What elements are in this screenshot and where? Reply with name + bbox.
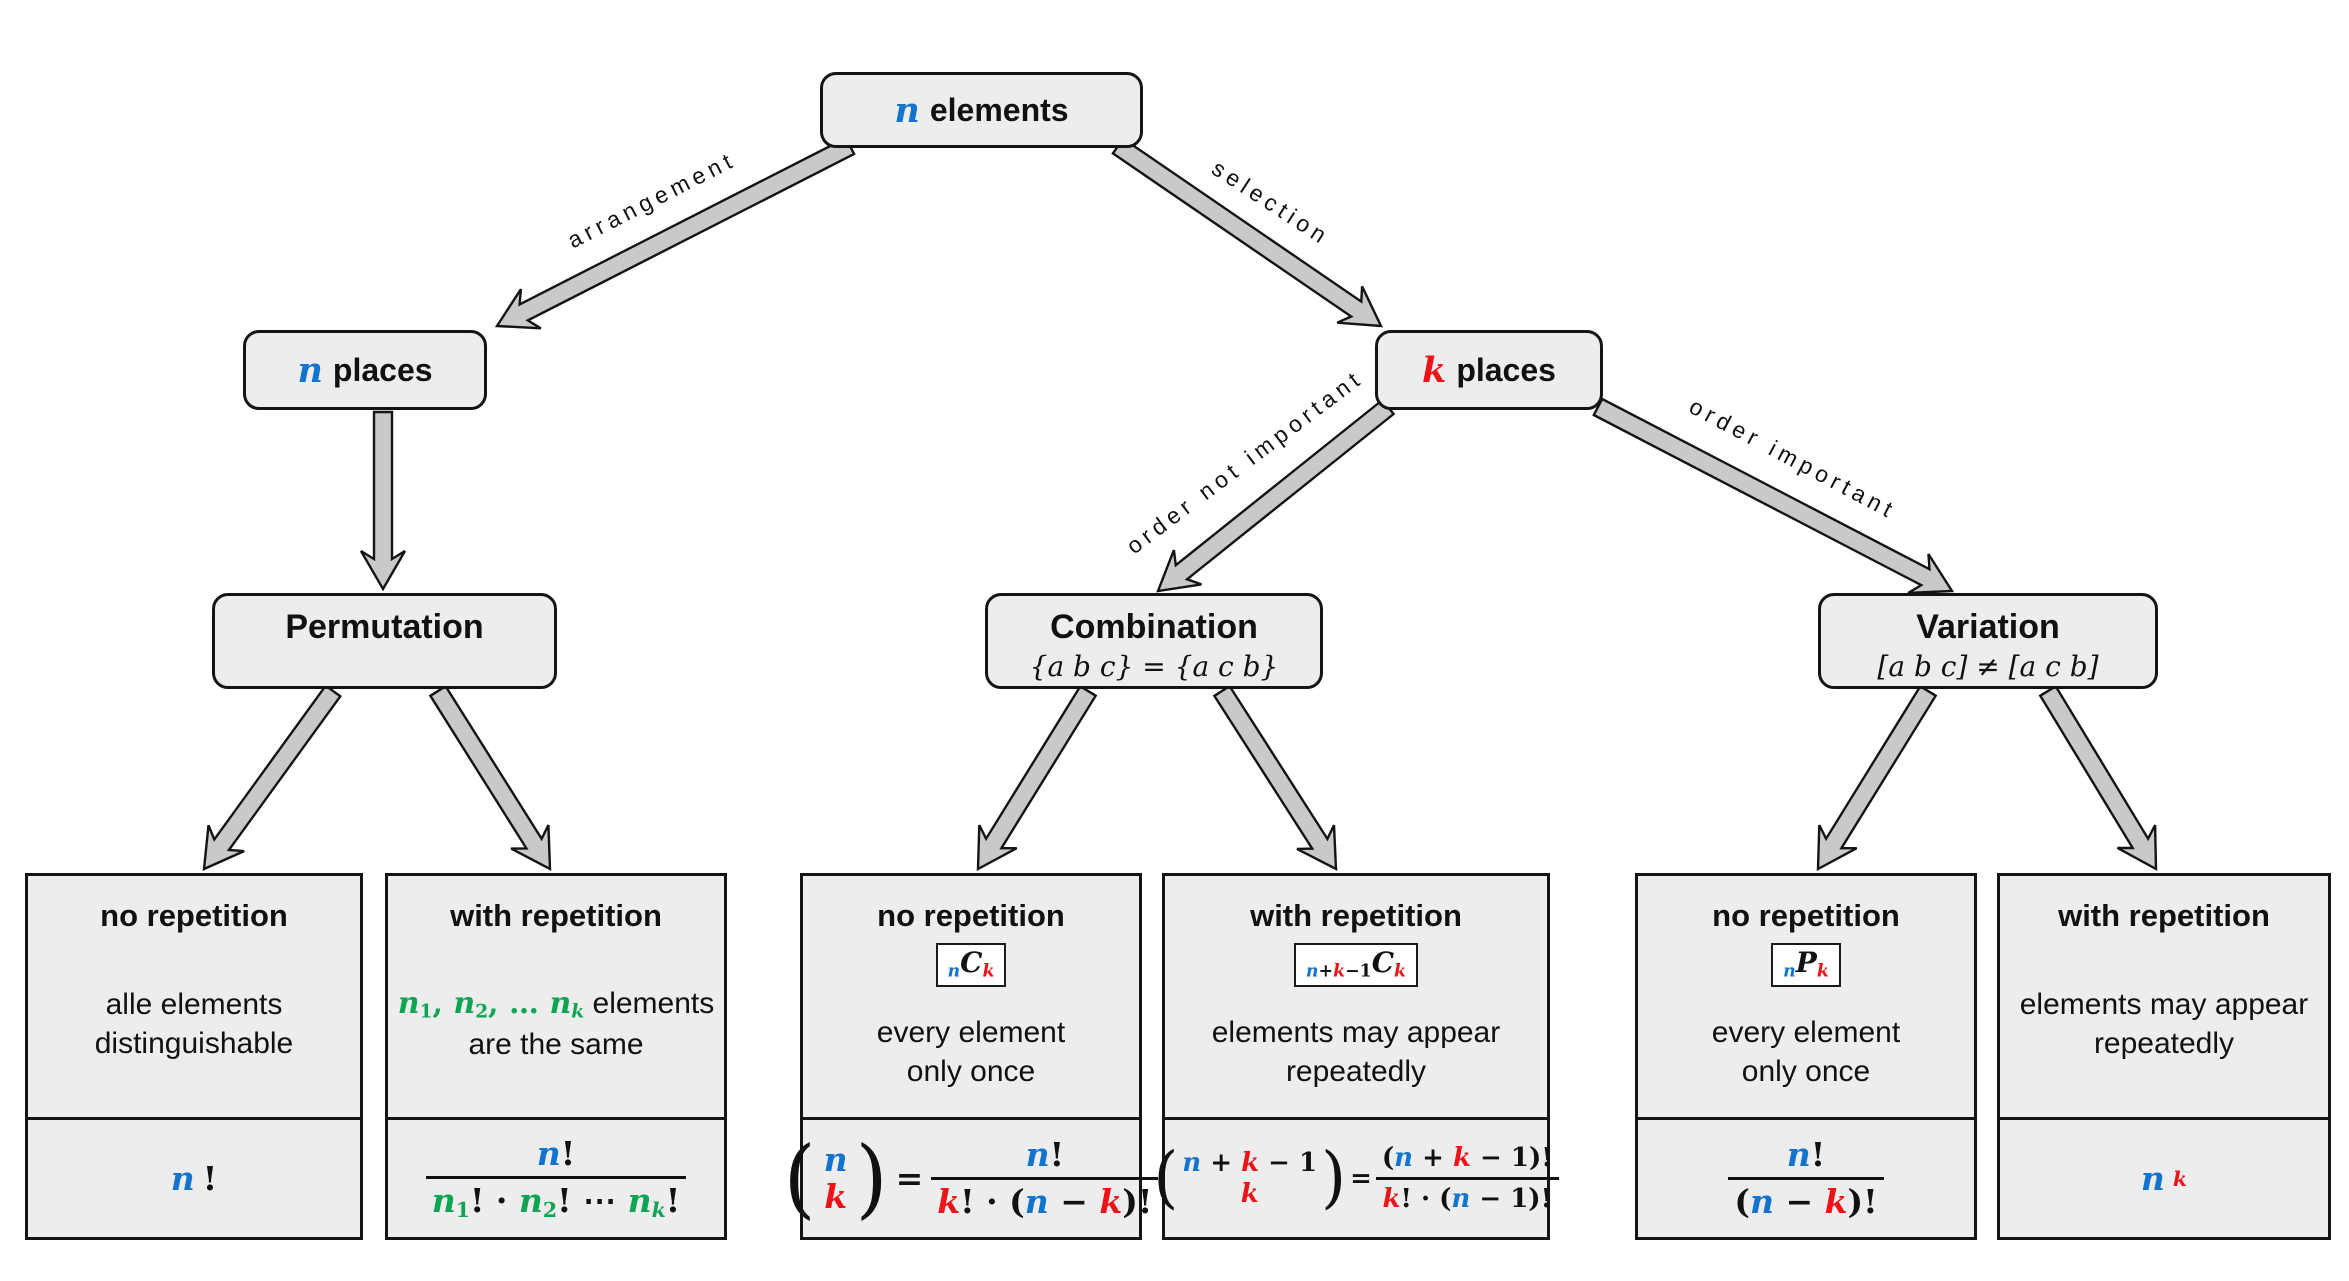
- edge-k-places-to-variation: [1592, 397, 1955, 595]
- leaf-title: no repetition: [100, 898, 288, 933]
- combination-subtitle: {a b c} = {a c b}: [1029, 649, 1279, 683]
- variable-n: n: [297, 349, 323, 391]
- node-n-places: n places: [243, 330, 487, 410]
- node-k-places-label: places: [1456, 352, 1556, 388]
- symbol-n-plus-k-minus-1-Ck: n+k−1Ck: [1293, 943, 1419, 988]
- leaf-description: every element only once: [876, 1016, 1066, 1089]
- node-n-elements: n elements: [820, 72, 1143, 148]
- equals-sign: =: [1350, 1163, 1372, 1194]
- edge-permutation-to-with-repetition: [428, 684, 552, 872]
- permutation-title: Permutation: [285, 608, 484, 646]
- formula-binomial: ( n k ) = n! k! · (n − k)!: [783, 1128, 1159, 1228]
- node-k-places: k places: [1375, 330, 1603, 410]
- leaf-variation-with-repetition: with repetition elements may appear repe…: [1997, 873, 2331, 1240]
- leaf-permutation-no-repetition: no repetition alle elements distinguisha…: [25, 873, 363, 1240]
- edge-variation-to-no-repetition: [1816, 684, 1938, 872]
- edge-root-to-k-places: [1111, 136, 1383, 328]
- edge-permutation-to-no-repetition: [202, 684, 342, 871]
- leaf-title: with repetition: [2058, 898, 2270, 933]
- leaf-description: n1, n2, … nk elements are the same: [397, 986, 715, 1061]
- node-variation: Variation [a b c] ≠ [a c b]: [1818, 593, 2158, 689]
- equals-sign: =: [895, 1159, 924, 1198]
- leaf-formula-area: n!: [28, 1120, 360, 1237]
- leaf-description: alle elements distinguishable: [94, 988, 294, 1060]
- leaf-formula-area: ( n + k − 1 k ) = (n + k − 1)! k! · (n −…: [1153, 1120, 1559, 1237]
- edge-variation-to-with-repetition: [2038, 684, 2158, 872]
- leaf-description: elements may appear repeatedly: [1211, 1016, 1501, 1089]
- open-paren: (: [1153, 1138, 1179, 1217]
- variable-k: k: [1422, 349, 1447, 391]
- symbol-nCk: nCk: [935, 943, 1007, 988]
- variable-n: n: [894, 89, 920, 131]
- formula-multinomial: n! n1! · n2! ⋯ nk!: [425, 1135, 687, 1222]
- node-n-places-label: places: [332, 352, 433, 388]
- node-permutation: Permutation: [212, 593, 557, 689]
- edge-k-places-to-combination: [1156, 398, 1396, 593]
- edge-n-places-to-permutation: [359, 410, 407, 592]
- open-paren: (: [783, 1128, 816, 1228]
- leaf-variation-no-repetition: no repetition nPk every element only onc…: [1635, 873, 1977, 1240]
- leaf-title: with repetition: [1250, 898, 1462, 933]
- edge-combination-to-no-repetition: [976, 684, 1098, 872]
- edge-root-to-n-places: [494, 136, 856, 330]
- leaf-title: no repetition: [877, 898, 1065, 933]
- leaf-combination-with-repetition: with repetition n+k−1Ck elements may app…: [1153, 873, 1559, 1240]
- combination-title: Combination: [1050, 608, 1258, 646]
- formula-binomial-repetition: ( n + k − 1 k ) = (n + k − 1)! k! · (n −…: [1153, 1138, 1559, 1217]
- leaf-description: elements may appear repeatedly: [2019, 988, 2309, 1060]
- leaf-title: no repetition: [1712, 898, 1900, 933]
- symbol-nPk: nPk: [1771, 943, 1841, 988]
- leaf-permutation-with-repetition: with repetition n1, n2, … nk elements ar…: [385, 873, 727, 1240]
- close-paren: ): [855, 1128, 888, 1228]
- node-combination: Combination {a b c} = {a c b}: [985, 593, 1323, 689]
- variation-subtitle: [a b c] ≠ [a c b]: [1877, 649, 2099, 683]
- leaf-formula-area: n! (n − k)!: [1638, 1120, 1974, 1237]
- formula-partial-permutation: n! (n − k)!: [1728, 1136, 1884, 1221]
- formula-n-factorial: n!: [170, 1159, 218, 1198]
- variation-title: Variation: [1916, 608, 2060, 646]
- leaf-title: with repetition: [450, 898, 662, 933]
- leaf-description: every element only once: [1711, 1016, 1901, 1089]
- edge-combination-to-with-repetition: [1212, 684, 1338, 872]
- leaf-formula-area: n! n1! · n2! ⋯ nk!: [388, 1120, 724, 1237]
- leaf-formula-area: ( n k ) = n! k! · (n − k)!: [784, 1120, 1159, 1237]
- node-n-elements-label: elements: [929, 92, 1069, 128]
- leaf-combination-no-repetition: no repetition nCk every element only onc…: [784, 873, 1159, 1240]
- close-paren: ): [1321, 1138, 1347, 1217]
